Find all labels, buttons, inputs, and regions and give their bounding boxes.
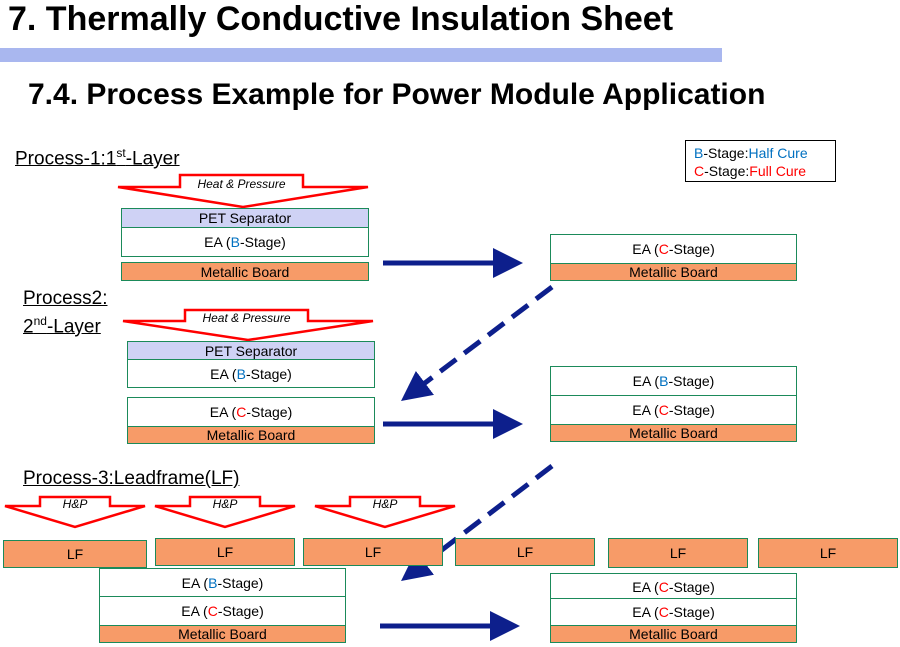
p2-pet-separator: PET Separator (127, 341, 375, 360)
press-arrow-lf-3 (314, 495, 456, 529)
title-underline-bar (0, 48, 722, 62)
p3-result-ea-c-stage-top: EA (C-Stage) (550, 573, 797, 601)
p3-result-metallic-board: Metallic Board (550, 625, 797, 643)
legend-b-stage: B-Stage:Half Cure (694, 145, 808, 161)
legend-c-stage: C-Stage:Full Cure (694, 163, 807, 179)
leadframe-4: LF (455, 538, 595, 566)
press-label-lf-2: H&P (212, 497, 238, 511)
press-label-lf-1: H&P (62, 497, 88, 511)
p1-result-metallic-board: Metallic Board (550, 263, 797, 281)
p3-ea-c-stage: EA (C-Stage) (99, 596, 346, 626)
p1-metallic-board: Metallic Board (121, 262, 369, 281)
p2-result-ea-b-stage: EA (B-Stage) (550, 366, 797, 396)
p2-result-ea-c-stage: EA (C-Stage) (550, 395, 797, 425)
press-label-process1: Heat & Pressure (197, 177, 286, 191)
process1-label: Process-1:1st-Layer (15, 146, 180, 170)
process2-label: Process2:2nd-Layer (23, 288, 108, 338)
p3-metallic-board: Metallic Board (99, 625, 346, 643)
leadframe-6: LF (758, 538, 898, 568)
p3-ea-b-stage: EA (B-Stage) (99, 568, 346, 597)
p1-pet-separator: PET Separator (121, 208, 369, 228)
stage-legend: B-Stage:Half Cure C-Stage:Full Cure (685, 140, 836, 182)
p2-result-metallic-board: Metallic Board (550, 424, 797, 442)
p1-result-ea-c-stage: EA (C-Stage) (550, 234, 797, 264)
section-title: 7.4. Process Example for Power Module Ap… (28, 78, 766, 111)
p3-result-ea-c-stage: EA (C-Stage) (550, 598, 797, 626)
p2-metallic-board: Metallic Board (127, 426, 375, 444)
leadframe-5: LF (608, 538, 748, 568)
press-label-process2: Heat & Pressure (202, 311, 291, 325)
press-arrow-lf-1 (4, 495, 146, 529)
leadframe-2: LF (155, 538, 295, 566)
press-arrow-process2 (122, 308, 374, 342)
process3-label: Process-3:Leadframe(LF) (23, 468, 240, 489)
press-label-lf-3: H&P (372, 497, 398, 511)
dashed-arrow-1 (401, 285, 554, 402)
press-arrow-process1 (117, 173, 369, 209)
press-arrow-lf-2 (154, 495, 296, 529)
p2-ea-c-stage: EA (C-Stage) (127, 397, 375, 427)
p2-ea-b-stage: EA (B-Stage) (127, 359, 375, 388)
page-title: 7. Thermally Conductive Insulation Sheet (8, 0, 674, 38)
leadframe-1: LF (3, 540, 147, 568)
leadframe-3: LF (303, 538, 443, 566)
p1-ea-b-stage: EA (B-Stage) (121, 227, 369, 257)
